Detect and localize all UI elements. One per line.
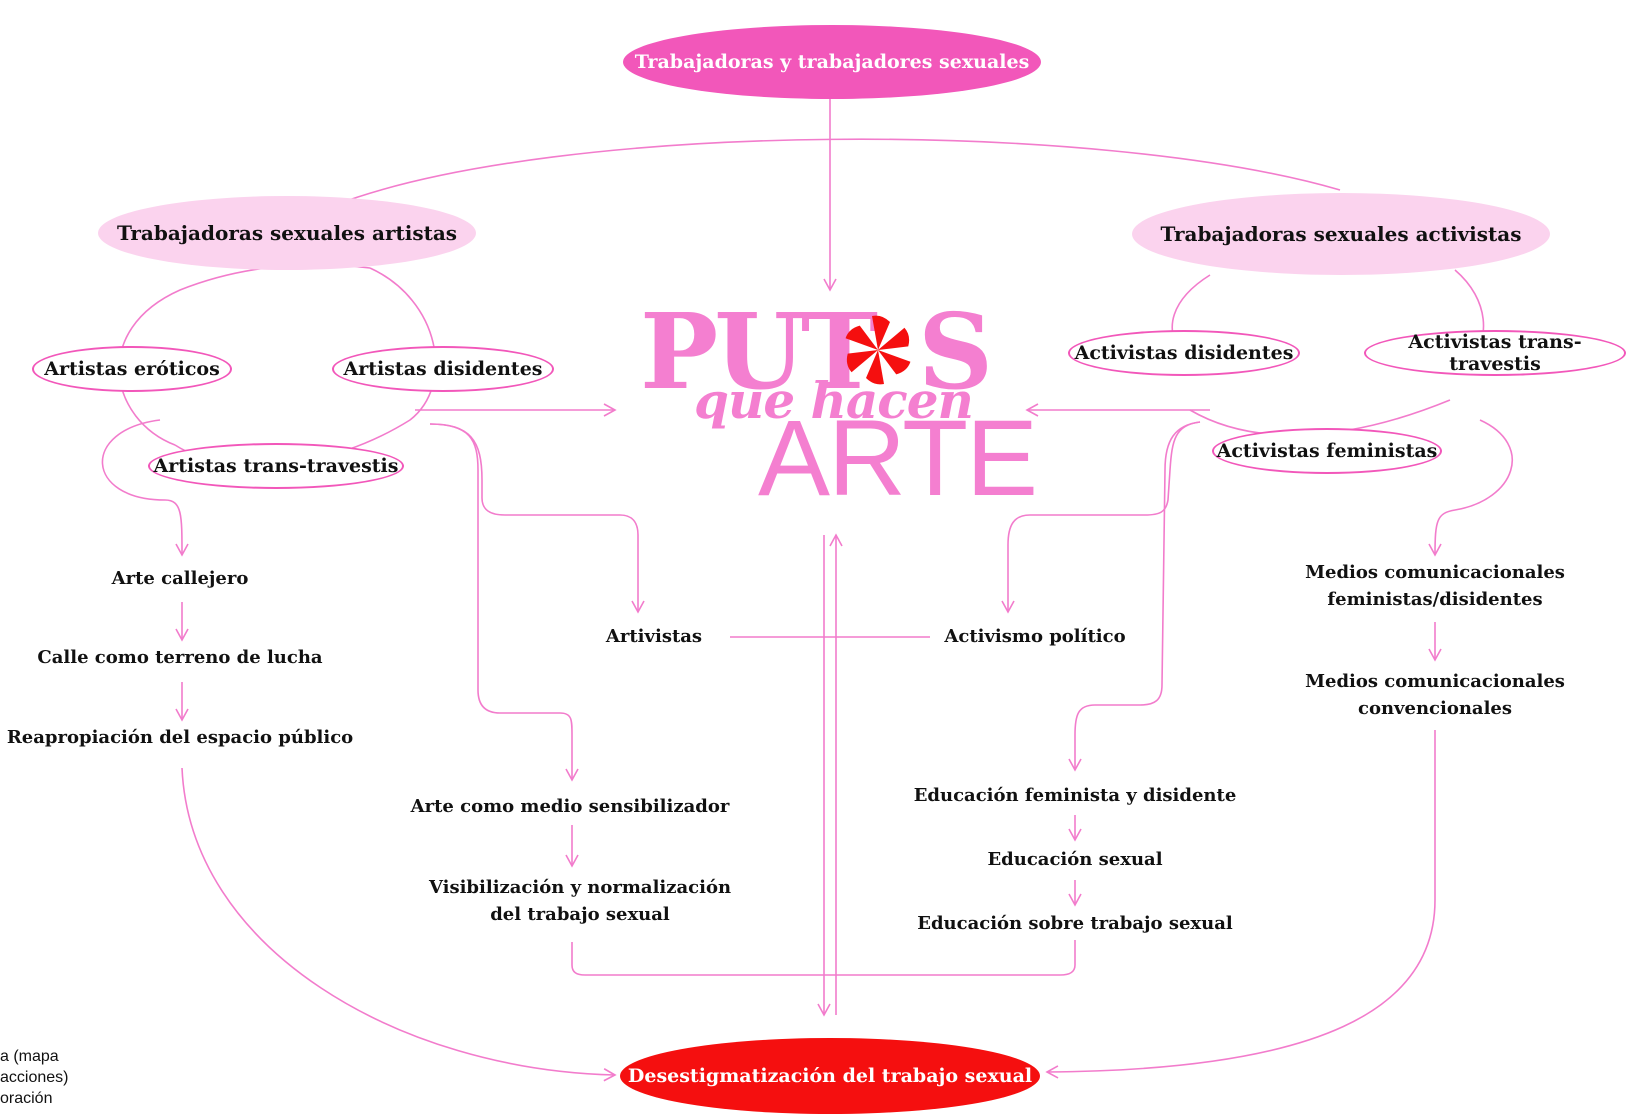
item-educacion-feminista: Educación feminista y disidente [913, 785, 1237, 806]
connector-top-arc [334, 138, 1341, 206]
item-arte-callejero: Arte callejero [111, 568, 249, 589]
item-medios-convencionales: Medios comunicacionales convencionales [1305, 671, 1565, 719]
item-educacion-sexual: Educación sexual [987, 849, 1163, 870]
logo-word-s: S [918, 290, 993, 413]
logo-word-put: PUT [640, 290, 878, 413]
connector-media-to-bottom [1045, 730, 1436, 1079]
item-calle-lucha: Calle como terreno de lucha [37, 647, 323, 668]
connector-left-to-bottom [181, 767, 617, 1082]
item-educacion-trabajo: Educación sobre trabajo sexual [917, 913, 1233, 934]
connector-to-activismo [1001, 421, 1201, 614]
node-artistas-trans: Artistas trans-travestis [148, 443, 404, 489]
logo-word-arte: ARTE [758, 397, 1038, 518]
node-desestigmatizacion: Desestigmatización del trabajo sexual [620, 1038, 1040, 1114]
node-artists-group: Trabajadoras sexuales artistas [98, 196, 476, 270]
node-activistas-feministas: Activistas feministas [1212, 428, 1442, 474]
connector-art-bottom-bracket [571, 940, 1076, 976]
node-trabajadoras-sexuales: Trabajadoras y trabajadores sexuales [623, 25, 1041, 99]
node-activistas-disidentes: Activistas disidentes [1068, 330, 1300, 376]
node-artistas-disidentes: Artistas disidentes [332, 346, 554, 392]
node-activists-group: Trabajadoras sexuales activistas [1132, 193, 1550, 275]
connector-to-edu [1068, 421, 1201, 772]
item-artivistas: Artivistas [605, 626, 703, 647]
connector-to-artivistas [429, 423, 645, 614]
figure-caption: a (mapa acciones) oración [0, 1048, 69, 1107]
connector-media-loop [1428, 419, 1513, 557]
connector-left-loop [101, 419, 189, 557]
item-activismo-politico: Activismo político [944, 626, 1126, 647]
node-artistas-eroticos: Artistas eróticos [32, 346, 232, 392]
connector-to-arte-medio [429, 423, 579, 782]
pinwheel-icon [845, 315, 911, 385]
node-activistas-trans: Activistas trans-travestis [1364, 330, 1626, 376]
item-visibilizacion: Visibilización y normalización del traba… [428, 877, 732, 925]
item-medios-feministas: Medios comunicacionales feministas/disid… [1305, 562, 1565, 610]
item-arte-medio: Arte como medio sensibilizador [410, 796, 730, 817]
logo-word-que-hacen: que hacen [694, 371, 974, 430]
logo: PUT S que hacen ARTE [640, 290, 1038, 512]
item-reapropiacion: Reapropiación del espacio público [6, 727, 354, 748]
